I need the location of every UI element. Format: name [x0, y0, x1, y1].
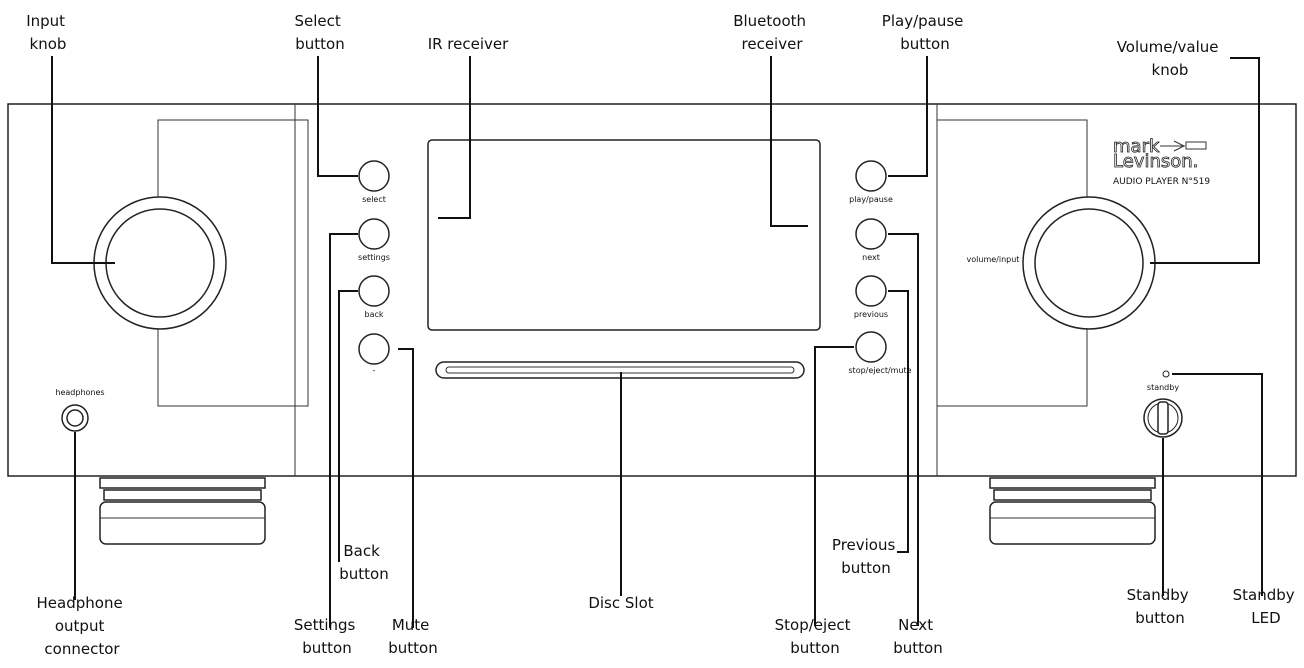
headphones-label: headphones [55, 388, 104, 397]
leader-mute [398, 348, 414, 628]
brand-line1: mark [1113, 136, 1160, 157]
back-label: back [364, 310, 383, 319]
leader-select [317, 56, 358, 177]
leader-stop-eject [814, 346, 854, 626]
play-pause-button[interactable] [855, 160, 887, 192]
callout-select-button: Select button [294, 12, 345, 53]
left-foot [99, 477, 266, 545]
callout-back-button: Back button [339, 542, 388, 583]
callout-input-knob: Input knob [26, 12, 70, 53]
callout-mute-button: Mute button [388, 616, 437, 657]
standby-button[interactable] [1143, 398, 1183, 438]
model-name: AUDIO PLAYER N°519 [1113, 177, 1210, 187]
callout-settings-button: Settings button [294, 616, 360, 657]
settings-label: settings [358, 253, 390, 262]
brand-logo: mark Levinson. AUDIO PLAYER N°519 [1113, 136, 1211, 187]
mute-button[interactable] [358, 333, 390, 365]
input-knob[interactable] [93, 196, 227, 330]
next-label: next [862, 253, 880, 262]
callout-bluetooth-receiver: Bluetooth receiver [733, 12, 811, 53]
back-button[interactable] [358, 275, 390, 307]
select-label: select [362, 195, 386, 204]
leader-volume [1150, 57, 1260, 264]
standby-label: standby [1147, 383, 1179, 392]
leader-next [888, 233, 919, 626]
standby-led [1162, 370, 1170, 378]
leader-previous [888, 290, 909, 553]
leader-lines [51, 56, 1263, 628]
leader-bluetooth [770, 56, 808, 227]
stop-eject-button[interactable] [855, 331, 887, 363]
brand-line2: Levinson. [1113, 151, 1198, 172]
volume-input-label: volume/input [967, 255, 1020, 264]
mute-label: - [373, 366, 376, 375]
leader-input-knob [51, 56, 115, 264]
stop-eject-label: stop/eject/mute [848, 366, 911, 375]
settings-button[interactable] [358, 218, 390, 250]
callout-play-pause-button: Play/pause button [882, 12, 968, 53]
play-pause-label: play/pause [849, 195, 893, 204]
headphone-jack[interactable] [61, 404, 89, 432]
callout-previous-button: Previous button [832, 536, 900, 577]
volume-value-knob[interactable] [1022, 196, 1156, 330]
right-foot [989, 477, 1156, 545]
callout-standby-led: Standby LED [1233, 586, 1300, 627]
callout-disc-slot: Disc Slot [588, 594, 653, 612]
select-button[interactable] [358, 160, 390, 192]
brand-bar [1185, 141, 1207, 150]
brand-arrow-icon [1160, 140, 1186, 152]
callout-standby-button: Standby button [1127, 586, 1194, 627]
next-button[interactable] [855, 218, 887, 250]
callout-stop-eject-button: Stop/eject button [775, 616, 856, 657]
previous-label: previous [854, 310, 888, 319]
leader-play-pause [888, 56, 928, 177]
leader-settings [329, 233, 358, 628]
leader-standby-led [1172, 373, 1263, 596]
callout-next-button: Next button [893, 616, 942, 657]
callout-headphone-output-connector: Headphone output connector [37, 594, 128, 658]
display-screen [427, 139, 821, 331]
leader-back [338, 290, 358, 562]
callouts: Input knob Select button IR receiver Blu… [26, 12, 1300, 658]
callout-ir-receiver: IR receiver [428, 35, 509, 53]
leader-ir [438, 56, 471, 219]
previous-button[interactable] [855, 275, 887, 307]
callout-volume-value-knob: Volume/value knob [1117, 38, 1224, 79]
